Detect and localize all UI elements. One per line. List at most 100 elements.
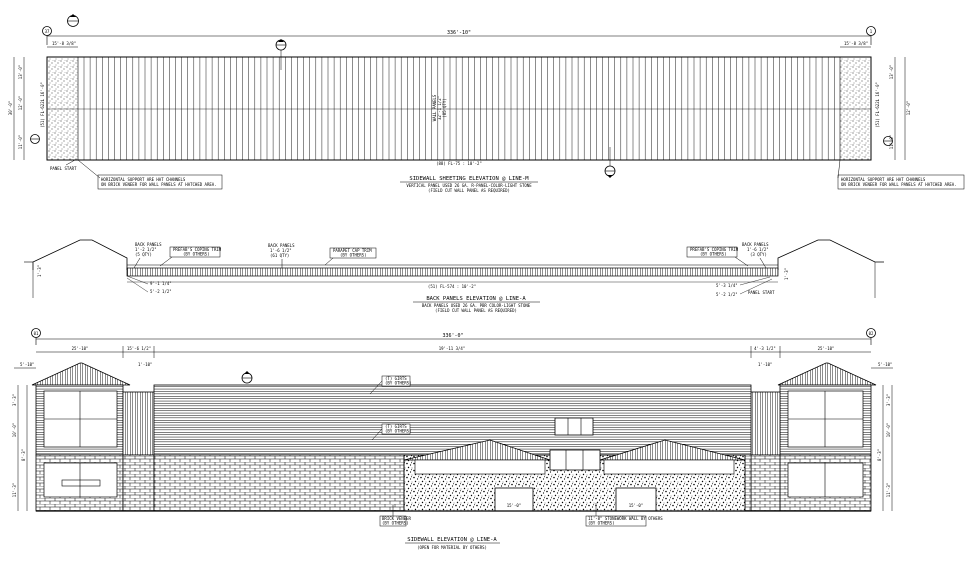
right-vertical-dim: 12'-0" — [906, 101, 911, 115]
sub-dim-left: 5'-10" — [20, 362, 34, 367]
vertical-dim: 3'-3" — [12, 394, 17, 406]
vertical-dim: 10'-0" — [12, 423, 17, 437]
sidewall-sheeting-elevation: 37 1 336'-10" 15'-8 3/ — [8, 14, 965, 193]
back-panels-left-qty: (5 QTY) — [135, 252, 152, 257]
section-marker — [67, 14, 79, 27]
girts-note-1: (T) GIRTS — [385, 376, 407, 381]
grid-label-01: 01 — [34, 331, 39, 336]
girts-note-2b: (BY OTHERS) — [385, 429, 412, 434]
right-dim-a: 5'-3 1/4" — [716, 283, 738, 288]
end-dimension-right: 15'-8 3/8" — [844, 41, 868, 46]
back-panels-subtitle: BACK PANELS USED 26 GA. PBR COLOR-LIGHT … — [422, 303, 531, 308]
brick-veneer-note: BRICK VENEER — [382, 516, 411, 521]
sidewall-subtitle: (OPEN FOR MATERIAL BY OTHERS) — [417, 545, 487, 550]
note-left-line1: HORIZONTAL SUPPORT ARE HAT CHANNELS — [101, 177, 186, 182]
note-right-line1: HORIZONTAL SUPPORT ARE HAT CHANNELS — [841, 177, 926, 182]
wall-panels-label: WALL PANELS 32'-1 1/2" (85 QTY) — [432, 94, 447, 121]
left-vertical-dim: 1'-3" — [37, 265, 42, 277]
right-vertical-dim: 13'-0" — [889, 65, 894, 79]
vertical-dim: 11'-3" — [886, 483, 891, 497]
parapet-cap-trim: PARAPET CAP TRIM — [333, 248, 372, 253]
panel-start-label: PANEL START — [50, 166, 77, 171]
panel-count-label: (88) FL-75 : 10'-2" — [436, 161, 482, 166]
vertical-dim: 10'-0" — [886, 423, 891, 437]
section-marker — [241, 371, 253, 384]
sheeting-subtitle: VERTICAL PANEL USED 26 GA. R-PANEL-COLOR… — [406, 183, 532, 188]
back-panels-right: BACK PANELS — [742, 242, 769, 247]
prefab-coping-left: PREFAB'S COPING TRIM — [173, 247, 222, 252]
vertical-dim: 3'-3" — [886, 394, 891, 406]
svg-text:(85 QTY): (85 QTY) — [442, 98, 447, 117]
sub-dim-right: 1'-10" — [758, 362, 772, 367]
back-panels-left-dim: 1'-2 1/2" — [135, 247, 157, 252]
back-panels-right-dim: 1'-6 1/2" — [747, 247, 769, 252]
section-marker — [275, 39, 287, 70]
svg-text:WALL PANELS: WALL PANELS — [432, 94, 437, 121]
grid-label-1: 1 — [870, 29, 873, 34]
left-fl-label: (51) FL-622L 16'-0" — [40, 82, 45, 128]
segment-dim: 19'-11 3/4" — [439, 346, 466, 351]
grid-label-37: 37 — [45, 29, 50, 34]
overall-dimension: 336'-0" — [442, 333, 463, 339]
section-marker — [30, 134, 40, 144]
girts-note-2: (T) GIRTS — [385, 424, 407, 429]
vertical-dim: 8'-3" — [21, 449, 26, 461]
prefab-coping-left-note: (BY OTHERS) — [183, 252, 210, 257]
segment-dim: 25'-10" — [818, 346, 835, 351]
back-panel-count: (51) FL-574 : 10'-2" — [428, 284, 476, 289]
sidewall-title: SIDEWALL ELEVATION @ LINE-A — [407, 537, 497, 543]
height-total-dim: 30'-0" — [8, 101, 13, 115]
door-dim: 15'-0" — [629, 503, 643, 508]
panel-start-label: PANEL START — [748, 290, 775, 295]
stonework-note-b: (BY OTHERS) — [588, 521, 615, 526]
sub-dim-right: 5'-10" — [878, 362, 892, 367]
back-panels-center: BACK PANELS — [268, 243, 295, 248]
sub-dim-left: 1'-10" — [138, 362, 152, 367]
stonework-note: 11'-8" STONEWORK WALL BY OTHERS — [588, 516, 663, 521]
left-vertical-dim: 11'-0" — [18, 135, 23, 149]
left-dim-b: 5'-2 1/2" — [150, 289, 172, 294]
right-dim-b: 5'-2 1/2" — [716, 292, 738, 297]
back-panels-left: BACK PANELS — [135, 242, 162, 247]
grid-bubble-01: 01 — [31, 328, 41, 345]
grid-bubble-02: 02 — [866, 328, 876, 345]
svg-text:32'-1 1/2": 32'-1 1/2" — [437, 96, 442, 120]
right-vertical-dim: 11'-0" — [889, 135, 894, 149]
left-vertical-dim: 13'-0" — [18, 65, 23, 79]
vertical-wall-panels — [83, 57, 835, 160]
note-left-line2: ON BRICK VENEER FOR WALL PANELS AT HATCH… — [101, 182, 217, 187]
back-panels-elevation: (51) FL-574 : 10'-2" BACK PANELS 1'-2 1/… — [24, 239, 884, 313]
end-dimension-left: 15'-8 3/8" — [52, 41, 76, 46]
prefab-coping-right: PREFAB'S COPING TRIM — [690, 247, 739, 252]
parapet-cap-trim-note: (BY OTHERS) — [340, 253, 367, 258]
right-fl-label: (51) FL-622L 16'-0" — [875, 82, 880, 128]
back-panels-center-qty: (61 QTY) — [270, 253, 289, 258]
note-right-line2: ON BRICK VENEER FOR WALL PANELS AT HATCH… — [841, 182, 957, 187]
girts-note-1b: (BY OTHERS) — [385, 381, 412, 386]
left-dim-a: 9'-1 1/4" — [150, 281, 172, 286]
segment-dim: 4'-3 1/2" — [754, 346, 776, 351]
left-vertical-dim: 12'-0" — [18, 96, 23, 110]
back-panels-right-qty: (3 QTY) — [750, 252, 767, 257]
back-panels-title: BACK PANELS ELEVATION @ LINE-A — [426, 296, 526, 302]
sheeting-subtitle: (FIELD CUT WALL PANEL AS REQUIRED) — [428, 188, 510, 193]
section-marker — [883, 136, 893, 146]
grid-label-02: 02 — [869, 331, 874, 336]
sheeting-title: SIDEWALL SHEETING ELEVATION @ LINE-M — [409, 176, 529, 182]
right-vertical-dim: 1'-3" — [784, 268, 789, 280]
brick-veneer-note-b: (BY OTHERS) — [382, 521, 409, 526]
section-marker — [604, 147, 616, 178]
segment-dim: 25'-10" — [72, 346, 89, 351]
sidewall-elevation: 01 02 336'-0" 25'-10" 15'-6 1/2" 19'-11 … — [12, 328, 893, 550]
grid-bubble-1: 1 — [866, 26, 876, 45]
door-dim: 15'-0" — [507, 503, 521, 508]
prefab-coping-right-note: (BY OTHERS) — [700, 252, 727, 257]
overall-dimension: 336'-10" — [447, 30, 471, 36]
grid-bubble-37: 37 — [42, 26, 52, 45]
vertical-dim: 11'-3" — [12, 483, 17, 497]
segment-dim: 15'-6 1/2" — [127, 346, 151, 351]
back-panels-center-dim: 1'-6 1/2" — [270, 248, 292, 253]
vertical-dim: 8'-3" — [877, 449, 882, 461]
